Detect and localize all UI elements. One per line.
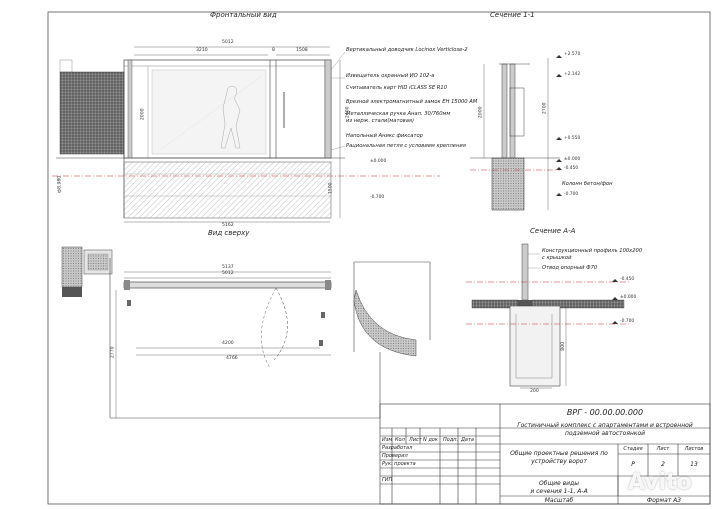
dim-5162: 5162 (222, 223, 234, 228)
sec11-dim-2000: 2000 (478, 106, 484, 119)
tb-format: Формат А3 (646, 497, 682, 504)
dim-980: ф8.980 (57, 175, 63, 193)
dim-2000: 2000 (140, 108, 146, 121)
secaa-note-profile: Конструкционный профиль 100х200 (542, 248, 643, 254)
tb-head-izm: Изм (382, 437, 393, 443)
tb-sheets: 13 (690, 461, 698, 468)
sec11-note: Колонн бетон/фон (562, 181, 613, 187)
tb-head-kol: Кол (395, 437, 405, 443)
dim-3210: 3210 (196, 48, 208, 53)
callout-reader: Считыватель карт HID iCLASS SE R10 (346, 85, 447, 91)
dim-top-4200: 4200 (222, 341, 234, 346)
callout-handle: Металлическая ручка Анап. 30/760мм (346, 111, 451, 117)
section-a-a-title: Сечение А-А (530, 227, 576, 235)
tb-role-developer: Разработал (382, 445, 413, 451)
secaa-level-1: -0.450 (620, 277, 635, 282)
sec11-level-6: -0.700 (564, 192, 579, 197)
level-front-700: -0.700 (370, 195, 385, 200)
dim-1500: 1500 (328, 182, 334, 195)
section-1-1-title: Сечение 1-1 (490, 11, 535, 19)
dim-top-2770: 2770 (110, 346, 116, 359)
tb-role-manager: Рук. проекта (382, 461, 416, 467)
sec11-level-5: -0.450 (564, 166, 579, 171)
tb-code: ВРГ - 00.00.00.000 (566, 408, 644, 417)
tb-scale: Масштаб (544, 497, 574, 504)
callout-lock: Врезной электромагнитный замок ЕН 15000 … (346, 99, 478, 105)
top-view-title: Вид сверху (208, 229, 250, 237)
secaa-level-3: -0.700 (620, 319, 635, 324)
secaa-dim-800: 800 (561, 341, 567, 351)
tb-head-list: Лист (409, 437, 422, 443)
tb-design-1: Общие проектные решения по (510, 450, 608, 457)
section-1-1 (470, 55, 562, 211)
tb-role-gip: ГИП (382, 477, 393, 483)
tb-views-2: и сечения 1-1, А-А (530, 488, 588, 495)
tb-project-2: подземной автостоянкой (564, 430, 646, 437)
tb-sheet-head: Лист (656, 446, 670, 452)
section-a-a (466, 243, 630, 389)
front-view (52, 46, 440, 223)
dim-top-5012: 5012 (222, 271, 234, 276)
dim-top-4766: 4766 (226, 356, 238, 361)
title-block-grid (379, 403, 711, 505)
tb-stage-head: Стадия (623, 446, 643, 452)
secaa-dim-200: 200 (530, 389, 539, 394)
dim-top-5137: 5137 (222, 265, 234, 270)
tb-head-data: Дата (461, 437, 474, 443)
sec11-level-4: ±0.000 (564, 157, 581, 162)
callout-hinge: Рациональная петля с условием крепления (346, 143, 466, 149)
tb-stage: Р (631, 461, 635, 468)
dim-1508: 1508 (296, 48, 308, 53)
dim-8: 8 (272, 48, 275, 53)
tb-sheet: 2 (661, 461, 665, 468)
callout-handle-material: из нерж. стали(матовая) (346, 118, 415, 124)
callout-detector: Извещатель охранный ИО 102-а (346, 73, 435, 79)
dim-5012: 5012 (222, 40, 234, 45)
secaa-note-profile-cap: с крышкой (542, 255, 572, 261)
tb-views-1: Общие виды (539, 480, 579, 487)
top-view (61, 246, 431, 419)
secaa-level-2: ±0.000 (620, 295, 637, 300)
level-front-0: ±0.000 (370, 159, 387, 164)
tb-design-2: устройству ворот (531, 458, 587, 465)
sec11-dim-2700: 2700 (542, 102, 548, 115)
sec11-level-2: +2.142 (564, 72, 581, 77)
watermark-avito: Avito (628, 470, 692, 495)
callout-closer: Вертикальный доводчик Locinox Verticlose… (346, 47, 468, 53)
tb-role-checker: Проверил (382, 453, 408, 459)
tb-head-podp: Подп. (443, 437, 459, 443)
tb-sheets-head: Листов (684, 446, 704, 452)
sec11-level-3: +0.550 (564, 136, 581, 141)
tb-head-ndok: N док (423, 437, 438, 443)
tb-project-1: Гостиничный комплекс с апартаментами и в… (517, 422, 693, 429)
callout-stopper: Напольный Аникс фиксатор (346, 133, 423, 139)
sec11-level-1: +2.570 (564, 52, 581, 57)
front-view-title: Фронтальный вид (210, 11, 277, 19)
secaa-note-pipe: Отвод опорный Ф70 (542, 265, 598, 271)
